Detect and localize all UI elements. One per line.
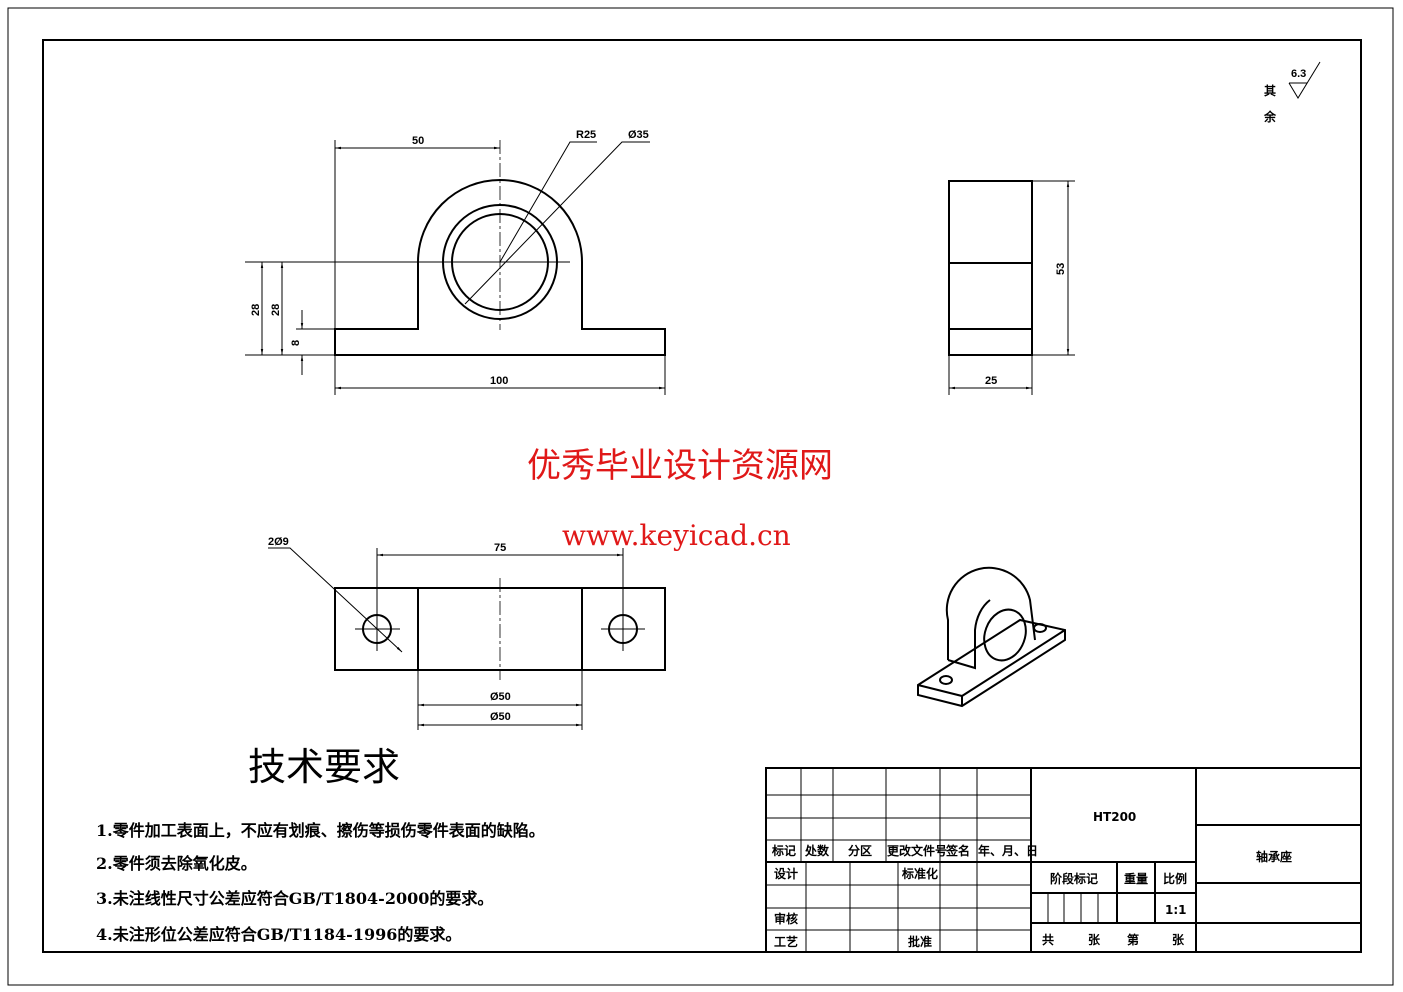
dim-2-dia9: 2Ø9 bbox=[268, 536, 289, 548]
requirement-1: 1.零件加工表面上，不应有划痕、擦伤等损伤零件表面的缺陷。 bbox=[96, 821, 545, 840]
header-mark: 标记 bbox=[771, 843, 796, 858]
label-stage-mark: 阶段标记 bbox=[1050, 871, 1098, 886]
dim-8: 8 bbox=[290, 340, 302, 346]
label-approve: 批准 bbox=[908, 934, 932, 949]
title-block: 标记 处数 分区 更改文件号 签名 年、月、日 设计 标准化 审核 工艺 批准 … bbox=[765, 767, 1362, 953]
dim-25: 25 bbox=[985, 375, 997, 387]
label-sheet: 张 bbox=[1172, 932, 1185, 947]
label-number: 第 bbox=[1127, 932, 1139, 947]
side-view: 53 25 bbox=[948, 180, 1075, 395]
front-view: 50 R25 Ø35 28 28 8 100 bbox=[245, 129, 666, 395]
part-name: 轴承座 bbox=[1256, 849, 1292, 864]
requirement-2: 2.零件须去除氧化皮。 bbox=[96, 854, 257, 873]
surface-roughness-symbol: 其 余 6.3 bbox=[1263, 61, 1321, 124]
roughness-label-2: 余 bbox=[1263, 109, 1277, 124]
dim-75: 75 bbox=[494, 542, 506, 554]
isometric-view bbox=[917, 566, 1066, 708]
dim-28-a: 28 bbox=[250, 304, 262, 316]
label-process: 工艺 bbox=[774, 934, 798, 949]
scale-value: 1:1 bbox=[1165, 903, 1187, 917]
requirements-heading: 技术要求 bbox=[248, 745, 400, 789]
dim-50: 50 bbox=[412, 135, 424, 147]
requirement-3: 3.未注线性尺寸公差应符合GB/T1804-2000的要求。 bbox=[96, 889, 493, 908]
watermark-url[interactable]: www.keyicad.cn bbox=[562, 519, 791, 552]
header-count: 处数 bbox=[804, 843, 830, 858]
label-review: 审核 bbox=[774, 911, 798, 926]
label-total: 共 bbox=[1042, 932, 1054, 947]
dim-53: 53 bbox=[1055, 263, 1067, 275]
header-date: 年、月、日 bbox=[978, 843, 1038, 858]
label-sheets: 张 bbox=[1088, 932, 1101, 947]
requirement-4: 4.未注形位公差应符合GB/T1184-1996的要求。 bbox=[96, 925, 461, 944]
label-design: 设计 bbox=[774, 866, 798, 881]
material: HT200 bbox=[1093, 810, 1136, 824]
watermark-title: 优秀毕业设计资源网 bbox=[527, 446, 833, 486]
label-standardize: 标准化 bbox=[901, 866, 938, 881]
header-change-doc: 更改文件号 bbox=[887, 843, 947, 858]
dim-dia50-a: Ø50 bbox=[490, 691, 511, 703]
top-view: 75 2Ø9 Ø50 Ø50 bbox=[268, 536, 666, 730]
dim-r25: R25 bbox=[576, 129, 596, 141]
drawing-frame bbox=[42, 39, 1362, 953]
dim-28-b: 28 bbox=[270, 304, 282, 316]
sheet-border bbox=[7, 7, 1394, 986]
dim-dia35: Ø35 bbox=[628, 129, 649, 141]
roughness-value: 6.3 bbox=[1291, 68, 1306, 80]
dim-100: 100 bbox=[490, 375, 508, 387]
label-scale: 比例 bbox=[1163, 871, 1187, 886]
label-weight: 重量 bbox=[1124, 871, 1148, 886]
header-zone: 分区 bbox=[848, 843, 872, 858]
header-signature: 签名 bbox=[945, 843, 970, 858]
dim-dia50-b: Ø50 bbox=[490, 711, 511, 723]
roughness-label-1: 其 bbox=[1264, 83, 1276, 98]
